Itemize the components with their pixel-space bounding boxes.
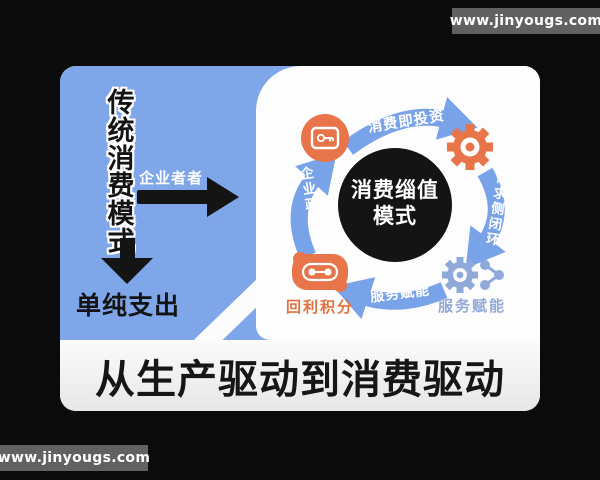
cycle-diagram: 消费缁值 模式 消费即投资 需求侧闭环 服务赋能 企业政府 回利积分 服务赋能 — [256, 66, 540, 340]
footer-title: 从生产驱动到消费驱动 — [95, 356, 505, 403]
main-card: 传统消费模式 企业者者 单纯支出 — [60, 66, 540, 411]
cycle-arrow-right — [465, 167, 506, 269]
center-title-line2: 模式 — [373, 203, 417, 228]
key-box-icon — [301, 114, 349, 162]
rebate-hands-icon — [292, 252, 348, 292]
down-arrowhead-icon — [101, 258, 153, 284]
cycle-shapes — [290, 96, 506, 320]
traditional-model-title: 传统消费模式 — [107, 88, 135, 257]
cycle-arrow-left — [290, 153, 337, 260]
down-arrow-icon — [120, 238, 135, 260]
gear-icon — [447, 124, 493, 170]
right-arrowhead-icon — [207, 177, 239, 217]
cycle-arrow-bottom — [332, 277, 448, 320]
center-circle — [338, 148, 452, 262]
enterprise-arrow-label: 企业者者 — [139, 169, 204, 187]
caption-service-enable: 服务赋能 — [437, 297, 506, 315]
caption-rebate-points: 回利积分 — [285, 298, 354, 316]
watermark-top-right: www.jinyougs.com — [450, 8, 600, 34]
right-arrow-icon — [137, 190, 209, 204]
center-title-line1: 消费缁值 — [351, 178, 439, 202]
center-model-title: 消费缁值 模式 — [338, 178, 452, 229]
gear-share-icon — [442, 257, 504, 293]
watermark-bottom-left: www.jinyougs.com — [0, 445, 150, 471]
pure-expenditure-label: 单纯支出 — [76, 291, 181, 320]
cycle-arrow-top — [342, 96, 478, 155]
footer-strip: 从生产驱动到消费驱动 — [60, 340, 540, 411]
